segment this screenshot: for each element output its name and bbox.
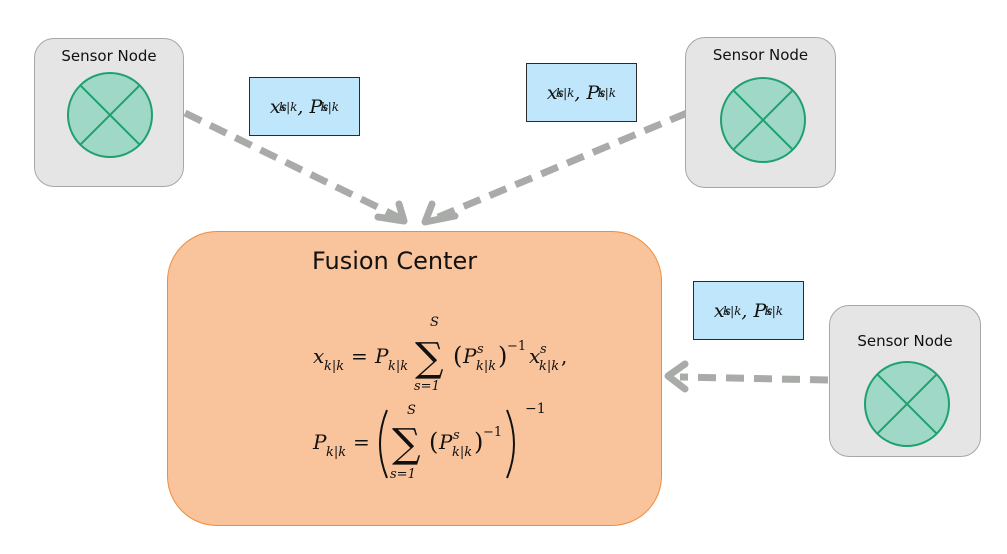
superscript: s xyxy=(599,85,606,100)
svg-text:s=1: s=1 xyxy=(390,467,416,482)
arrowhead-right xyxy=(421,200,459,226)
svg-text:−1: −1 xyxy=(525,401,546,417)
arrowhead-bottom xyxy=(664,360,689,393)
svg-text:x: x xyxy=(529,344,540,368)
covariance-symbol: P xyxy=(586,81,600,104)
subscript: k|k xyxy=(764,303,784,318)
svg-text:k|k: k|k xyxy=(324,359,344,374)
sensor-node-label: Sensor Node xyxy=(712,46,809,64)
sensor-node-right: Sensor Node xyxy=(685,37,836,188)
fusion-formulas: x k|k = P k|k ∑ S s=1 ( P s k|k ) −1 x s… xyxy=(312,315,567,482)
svg-text:−1: −1 xyxy=(483,425,502,440)
state-symbol: x xyxy=(546,81,558,104)
subscript: k|k xyxy=(278,99,298,114)
superscript: s xyxy=(724,303,731,318)
state-symbol: x xyxy=(269,95,281,118)
svg-text:=: = xyxy=(351,344,368,368)
sensor-node-label: Sensor Node xyxy=(857,332,953,350)
svg-text:s: s xyxy=(453,428,460,443)
svg-text:∑: ∑ xyxy=(392,421,421,467)
state-equation: x k|k = P k|k ∑ S s=1 ( P s k|k ) −1 x s… xyxy=(313,315,567,394)
svg-text:S: S xyxy=(407,403,416,418)
arrow-right-node xyxy=(434,109,689,222)
svg-text:P: P xyxy=(374,344,389,368)
svg-text:(: ( xyxy=(453,342,462,370)
covariance-symbol: P xyxy=(309,95,323,118)
svg-text:∑: ∑ xyxy=(415,335,444,381)
sensor-icon xyxy=(720,77,806,163)
svg-text:=: = xyxy=(353,430,370,454)
superscript: s xyxy=(280,99,287,114)
svg-text:): ) xyxy=(498,342,507,370)
svg-text:S: S xyxy=(430,315,439,330)
sensor-icon xyxy=(67,72,153,158)
arrow-left-node xyxy=(183,109,402,222)
arrowhead-left xyxy=(374,200,408,225)
svg-text:k|k: k|k xyxy=(452,445,472,460)
svg-text:(: ( xyxy=(429,428,438,456)
superscript: s xyxy=(766,303,773,318)
superscript: s xyxy=(322,99,329,114)
svg-text:P: P xyxy=(438,430,453,454)
svg-text:s: s xyxy=(540,342,547,357)
covariance-equation: P k|k = ∑ S s=1 ( P s k|k ) −1 −1 xyxy=(312,401,546,482)
state-symbol: x xyxy=(713,299,725,322)
subscript: k|k xyxy=(722,303,742,318)
subscript: k|k xyxy=(555,85,575,100)
svg-text:k|k: k|k xyxy=(476,359,496,374)
svg-text:k|k: k|k xyxy=(326,445,346,460)
svg-text:k|k: k|k xyxy=(388,359,408,374)
fusion-center: Fusion Center x k|k = P k|k ∑ S s=1 ( P … xyxy=(167,231,662,526)
svg-text:x: x xyxy=(313,344,324,368)
superscript: s xyxy=(557,85,564,100)
sensor-icon xyxy=(864,361,950,447)
svg-text:s=1: s=1 xyxy=(414,379,440,394)
sensor-node-bottom: Sensor Node xyxy=(829,305,981,457)
subscript: k|k xyxy=(320,99,340,114)
sensor-node-left: Sensor Node xyxy=(34,38,184,187)
covariance-symbol: P xyxy=(753,299,767,322)
svg-text:,: , xyxy=(561,344,567,368)
subscript: k|k xyxy=(597,85,617,100)
sensor-node-label: Sensor Node xyxy=(61,47,157,65)
svg-text:s: s xyxy=(477,342,484,357)
svg-text:): ) xyxy=(474,428,483,456)
svg-text:P: P xyxy=(462,344,477,368)
svg-text:−1: −1 xyxy=(507,339,526,354)
svg-text:k|k: k|k xyxy=(539,359,559,374)
fusion-center-title: Fusion Center xyxy=(312,247,478,275)
arrow-bottom-node xyxy=(679,373,829,384)
svg-text:P: P xyxy=(312,430,327,454)
